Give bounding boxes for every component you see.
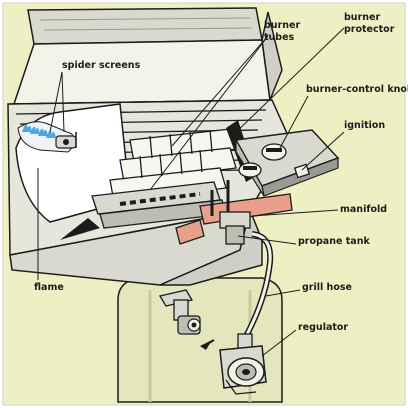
label-burner-protector-line1: burner <box>344 12 380 23</box>
label-burner-control-knob: burner-control knob <box>306 84 408 95</box>
label-propane-tank: propane tank <box>298 236 370 247</box>
label-ignition: ignition <box>344 120 385 131</box>
label-manifold: manifold <box>340 204 387 215</box>
label-regulator: regulator <box>298 322 348 333</box>
label-spider-screens: spider screens <box>62 60 141 71</box>
label-burner-tubes-line2: tubes <box>264 32 295 43</box>
label-burner-protector-line2: protector <box>344 24 395 35</box>
grill-lid <box>14 8 282 104</box>
label-flame: flame <box>34 282 64 293</box>
label-grill-hose: grill hose <box>302 282 352 293</box>
label-burner-tubes-line1: burner <box>264 20 300 31</box>
